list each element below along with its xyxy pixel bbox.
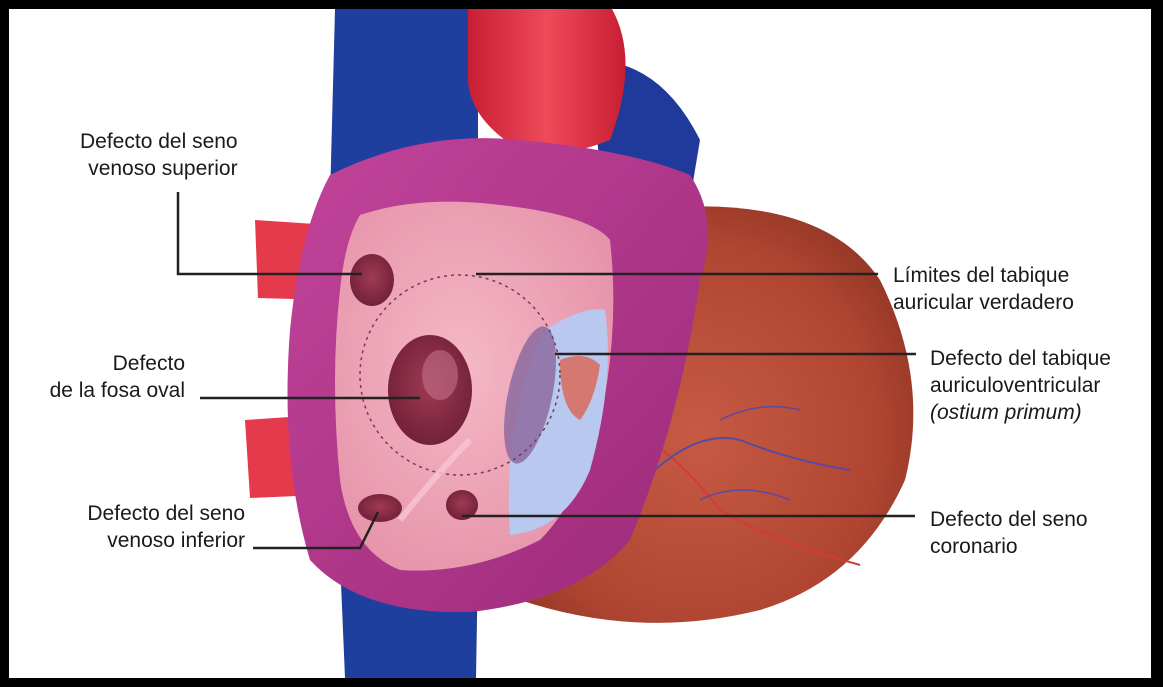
superior-sinus-venosus-defect bbox=[350, 254, 394, 306]
label-line: Límites del tabique bbox=[893, 262, 1074, 289]
label-line: Defecto del seno bbox=[80, 128, 238, 155]
aorta bbox=[468, 9, 626, 153]
label-line: (ostium primum) bbox=[930, 399, 1111, 426]
label-line: auricular verdadero bbox=[893, 289, 1074, 316]
label-line: Defecto del seno bbox=[30, 500, 245, 527]
label-line: venoso inferior bbox=[30, 527, 245, 554]
label-line: de la fosa oval bbox=[15, 377, 185, 404]
label-line: coronario bbox=[930, 533, 1088, 560]
label-fossa-ovalis: Defecto de la fosa oval bbox=[15, 350, 185, 404]
label-line: auriculoventricular bbox=[930, 372, 1111, 399]
label-av-septum-defect: Defecto del tabique auriculoventricular … bbox=[930, 345, 1111, 426]
label-coronary-sinus: Defecto del seno coronario bbox=[930, 506, 1088, 560]
label-line: venoso superior bbox=[80, 155, 238, 182]
label-line: Defecto del seno bbox=[930, 506, 1088, 533]
label-line: Defecto bbox=[15, 350, 185, 377]
label-superior-sinus-venosus: Defecto del seno venoso superior bbox=[80, 128, 238, 182]
label-true-septum-limits: Límites del tabique auricular verdadero bbox=[893, 262, 1074, 316]
label-line: Defecto del tabique bbox=[930, 345, 1111, 372]
label-inferior-sinus-venosus: Defecto del seno venoso inferior bbox=[30, 500, 245, 554]
inferior-sinus-venosus-defect bbox=[358, 494, 402, 522]
